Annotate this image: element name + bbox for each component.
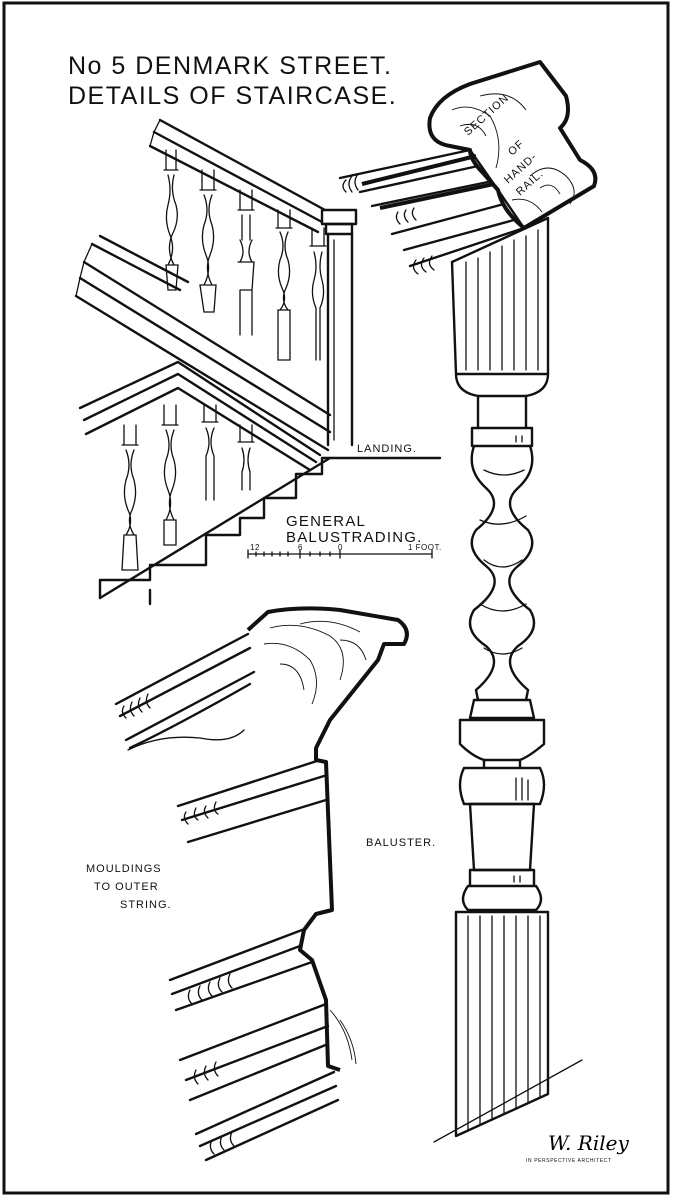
- mouldings-label-2: TO OUTER: [94, 881, 159, 893]
- title-line-2: DETAILS OF STAIRCASE.: [68, 82, 397, 110]
- string-boards: [74, 234, 332, 472]
- balustrading-label-2: BALUSTRADING.: [286, 529, 422, 546]
- stair-steps: [98, 456, 442, 600]
- twisted-shaft: [468, 444, 536, 702]
- signature-caption: IN PERSPECTIVE ARCHITECT: [526, 1158, 612, 1164]
- mouldings-label-1: MOULDINGS: [86, 863, 162, 875]
- outer-string-mouldings: MOULDINGS TO OUTER STRING.: [86, 606, 409, 1162]
- baluster-label: BALUSTER.: [366, 837, 436, 849]
- balustrading-label-1: GENERAL: [286, 513, 366, 530]
- landing-label: LANDING.: [357, 443, 417, 455]
- mouldings-label-3: STRING.: [120, 899, 172, 911]
- title-line-1: No 5 DENMARK STREET.: [68, 52, 393, 80]
- architect-signature: W. Riley IN PERSPECTIVE ARCHITECT: [526, 1131, 629, 1164]
- scale-label-12: 12: [250, 543, 260, 552]
- baluster-detail: BALUSTER.: [366, 216, 583, 1143]
- upper-handrail: [148, 118, 327, 234]
- moulding-profile: [246, 606, 409, 1072]
- scale-label-0: 0: [338, 543, 343, 552]
- signature-name: W. Riley: [548, 1131, 629, 1155]
- lower-balusters: [121, 404, 255, 571]
- upper-balusters: [163, 149, 327, 361]
- scale-label-1-foot: 1 FOOT.: [408, 543, 442, 552]
- general-balustrading-sketch: LANDING.: [74, 118, 442, 606]
- scale-label-6: 6: [298, 543, 303, 552]
- scale-bar: 12 6 0 1 FOOT.: [247, 543, 442, 559]
- newel-post: [320, 208, 358, 447]
- balustrading-caption: GENERAL BALUSTRADING. 12 6 0 1 FOOT.: [247, 513, 442, 559]
- section-label-1: SECTION: [462, 92, 512, 138]
- section-label-2: OF: [506, 138, 527, 158]
